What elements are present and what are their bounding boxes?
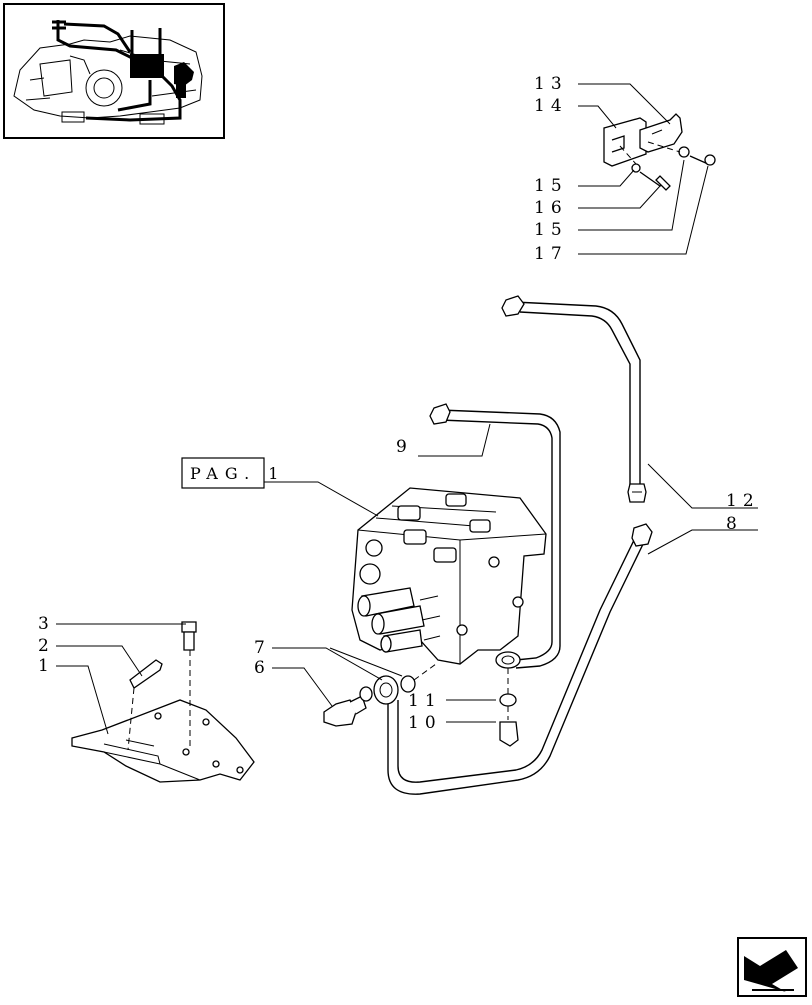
callout-9: 9	[396, 437, 413, 457]
callout-8: 8	[726, 514, 743, 534]
support-plate	[71, 621, 255, 783]
callout-15-upper: 15	[534, 176, 568, 196]
callout-labels: 13 14 15 16 15 17 9 12 8 3 2 1 7 6 11 10	[38, 74, 760, 733]
banjo-fitting-6-7	[323, 663, 437, 727]
page-reference-label: PAG. 1	[190, 464, 285, 483]
pipe-12	[501, 295, 647, 503]
callout-1: 1	[38, 656, 55, 676]
bracket-assembly	[603, 113, 716, 191]
banjo-fitting-10-11	[495, 651, 521, 747]
callout-13: 13	[534, 74, 568, 94]
overview-thumbnail-icon[interactable]	[3, 3, 225, 139]
pipe-9	[429, 403, 561, 669]
callout-3: 3	[38, 614, 55, 634]
callout-17: 17	[534, 244, 568, 264]
callout-6: 6	[254, 658, 271, 678]
leader-lines	[56, 423, 758, 735]
callout-14: 14	[534, 96, 568, 116]
page-reference-box[interactable]: PAG. 1	[181, 457, 285, 489]
control-valve-block	[351, 487, 547, 665]
callout-7: 7	[254, 638, 271, 658]
callout-11: 11	[408, 691, 442, 711]
pipe-8	[387, 523, 653, 795]
callout-10: 10	[408, 713, 442, 733]
callout-12: 12	[726, 491, 760, 511]
callout-15-lower: 15	[534, 220, 568, 240]
next-page-arrow-icon[interactable]	[737, 937, 807, 997]
bracket-leader-lines	[578, 83, 709, 255]
callout-16: 16	[534, 198, 568, 218]
callout-2: 2	[38, 636, 55, 656]
